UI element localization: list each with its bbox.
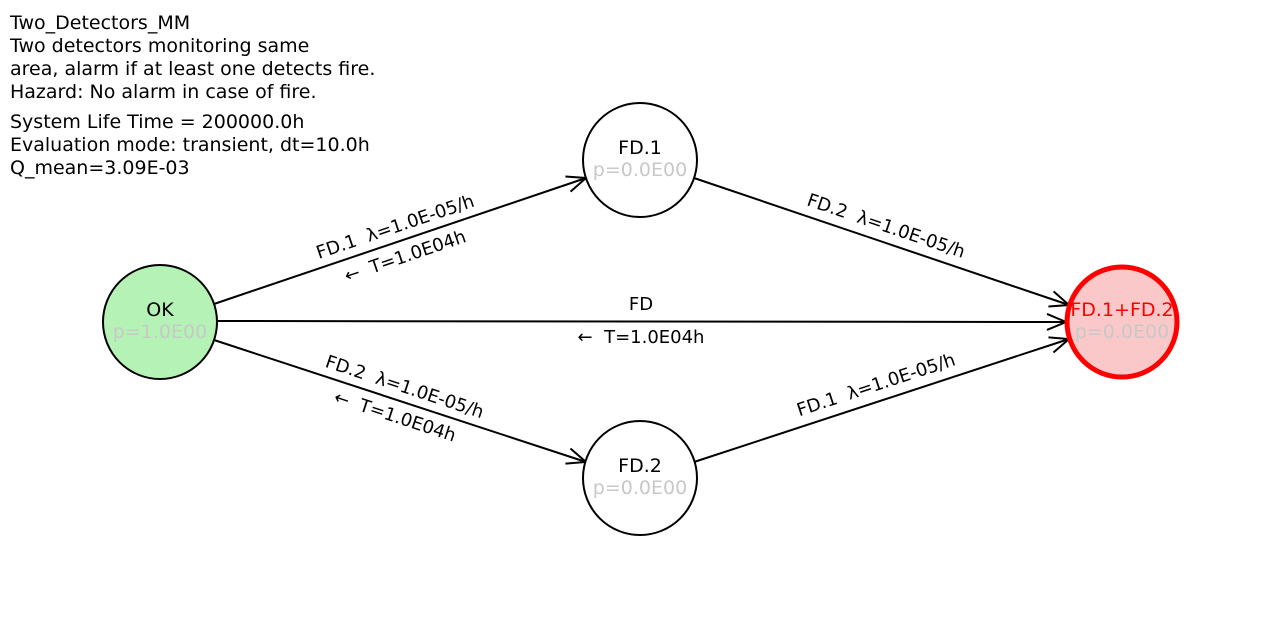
edge-labels-fd2-fd1fd2: FD.1 λ=1.0E-05/h (794, 349, 958, 421)
state-probability: p=0.0E00 (1075, 321, 1169, 343)
state-circle-fd1fd2[interactable] (1064, 264, 1180, 380)
transition-fd2-to-fd1fd2[interactable] (693, 339, 1069, 463)
state-node-fd2[interactable]: FD.2 p=0.0E00 (582, 420, 698, 536)
model-title: Two_Detectors_MM (10, 12, 191, 34)
model-description-line-1: Two detectors monitoring same (10, 35, 310, 57)
edge-rate-label: FD.1 λ=1.0E-05/h (794, 349, 958, 421)
state-node-fd1fd2-hazard[interactable]: FD.1+FD.2 p=0.0E00 (1064, 264, 1180, 380)
state-circle-fd1[interactable] (582, 102, 698, 218)
edge-repair-label: ← T=1.0E04h (578, 327, 705, 348)
edge-rate-label: FD.2 λ=1.0E-05/h (804, 190, 967, 263)
state-label: FD.1+FD.2 (1070, 299, 1173, 321)
model-info: Two_Detectors_MM Two detectors monitorin… (10, 12, 375, 180)
state-circle-fd2[interactable] (582, 420, 698, 536)
state-probability: p=0.0E00 (593, 159, 687, 181)
edge-labels-ok-fd1: FD.1 λ=1.0E-05/h ← T=1.0E04h (314, 191, 477, 287)
edge-labels-fd1-fd1fd2: FD.2 λ=1.0E-05/h (804, 190, 967, 263)
model-description-line-2: area, alarm if at least one detects fire… (10, 58, 376, 80)
model-stats: System Life Time = 200000.0h Evaluation … (10, 111, 375, 180)
state-label: FD.2 (618, 455, 662, 477)
state-probability: p=1.0E00 (113, 321, 207, 343)
edge-labels-ok-fd1fd2: FD ← T=1.0E04h (578, 294, 705, 348)
state-node-fd1[interactable]: FD.1 p=0.0E00 (582, 102, 698, 218)
system-life-time: System Life Time = 200000.0h (10, 111, 305, 133)
state-probability: p=0.0E00 (593, 477, 687, 499)
state-circle-ok[interactable] (102, 264, 218, 380)
state-node-ok[interactable]: OK p=1.0E00 (102, 264, 218, 380)
state-label: OK (146, 299, 174, 321)
q-mean-value: Q_mean=3.09E-03 (10, 157, 190, 179)
edge-rate-label: FD (629, 294, 653, 315)
transition-fd1-to-fd1fd2[interactable] (693, 177, 1069, 305)
transition-ok-to-fd2[interactable] (213, 339, 586, 462)
transition-ok-to-fd1[interactable] (213, 178, 586, 305)
state-label: FD.1 (618, 137, 662, 159)
transition-ok-to-fd1fd2[interactable] (216, 321, 1066, 322)
evaluation-mode: Evaluation mode: transient, dt=10.0h (10, 134, 370, 156)
model-description-line-3: Hazard: No alarm in case of fire. (10, 81, 317, 103)
